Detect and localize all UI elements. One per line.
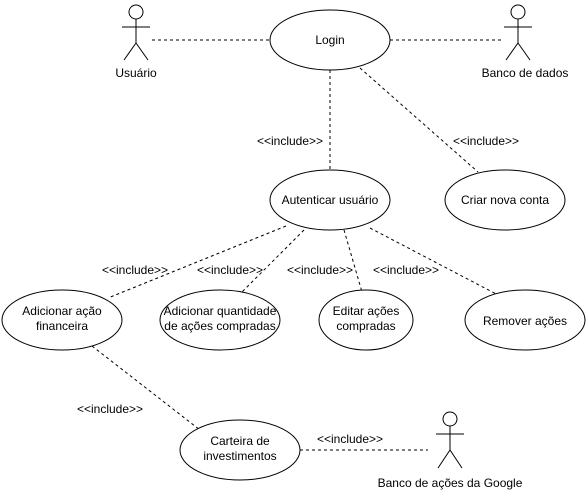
include-login-criar-conta xyxy=(359,67,479,173)
actor-usuario[interactable]: Usuário xyxy=(115,4,157,80)
usecase-editar-acoes-compradas-label-1: Editar ações xyxy=(333,304,400,318)
usecase-login-label: Login xyxy=(315,33,344,47)
include-label-login-autenticar: <<include>> xyxy=(257,134,323,148)
actor-banco-de-dados-label: Banco de dados xyxy=(482,66,569,80)
usecase-adicionar-quantidade-label-2: de ações compradas xyxy=(164,319,275,333)
usecase-criar-nova-conta-label: Criar nova conta xyxy=(461,193,549,207)
include-label-editar-acoes: <<include>> xyxy=(287,263,353,277)
usecase-carteira-de-investimentos[interactable]: Carteira de investimentos xyxy=(179,419,301,481)
include-label-remover-acoes: <<include>> xyxy=(373,263,439,277)
usecase-login[interactable]: Login xyxy=(269,9,391,71)
usecase-adicionar-quantidade[interactable]: Adicionar quantidade de ações compradas xyxy=(159,289,281,351)
usecase-adicionar-acao-financeira[interactable]: Adicionar ação financeira xyxy=(1,289,123,351)
include-label-carteira: <<include>> xyxy=(77,402,143,416)
include-adicionar-acao-carteira xyxy=(91,345,201,431)
include-autenticar-adicionar-quantidade xyxy=(239,229,305,295)
usecase-adicionar-acao-financeira-label-2: financeira xyxy=(36,319,88,333)
include-label-banco-google: <<include>> xyxy=(317,432,383,446)
stick-figure-icon xyxy=(436,411,464,469)
include-label-adicionar-quantidade: <<include>> xyxy=(197,263,263,277)
usecase-criar-nova-conta[interactable]: Criar nova conta xyxy=(444,169,566,231)
include-label-login-criar-conta: <<include>> xyxy=(453,134,519,148)
actor-banco-de-acoes-google[interactable]: Banco de ações da Google xyxy=(378,411,523,490)
usecase-editar-acoes-compradas-label-2: compradas xyxy=(336,319,395,333)
usecase-autenticar-usuario-label: Autenticar usuário xyxy=(282,193,379,207)
include-autenticar-adicionar-acao xyxy=(107,225,287,299)
include-autenticar-editar-acoes xyxy=(343,229,363,293)
usecase-remover-acoes-label: Remover ações xyxy=(483,314,567,328)
usecase-carteira-de-investimentos-label-1: Carteira de xyxy=(210,434,270,448)
usecase-autenticar-usuario[interactable]: Autenticar usuário xyxy=(269,169,391,231)
include-label-adicionar-acao: <<include>> xyxy=(102,263,168,277)
usecase-adicionar-acao-financeira-label-1: Adicionar ação xyxy=(22,304,102,318)
include-autenticar-remover-acoes xyxy=(369,227,501,297)
actor-banco-de-acoes-google-label: Banco de ações da Google xyxy=(378,476,523,490)
usecase-carteira-de-investimentos-label-2: investimentos xyxy=(203,449,276,463)
stick-figure-icon xyxy=(504,4,532,61)
actor-usuario-label: Usuário xyxy=(115,66,157,80)
usecase-remover-acoes[interactable]: Remover ações xyxy=(464,289,586,351)
usecase-editar-acoes-compradas[interactable]: Editar ações compradas xyxy=(318,289,414,351)
actor-banco-de-dados[interactable]: Banco de dados xyxy=(482,4,569,80)
stick-figure-icon xyxy=(122,4,150,61)
usecase-adicionar-quantidade-label-1: Adicionar quantidade xyxy=(164,304,277,318)
